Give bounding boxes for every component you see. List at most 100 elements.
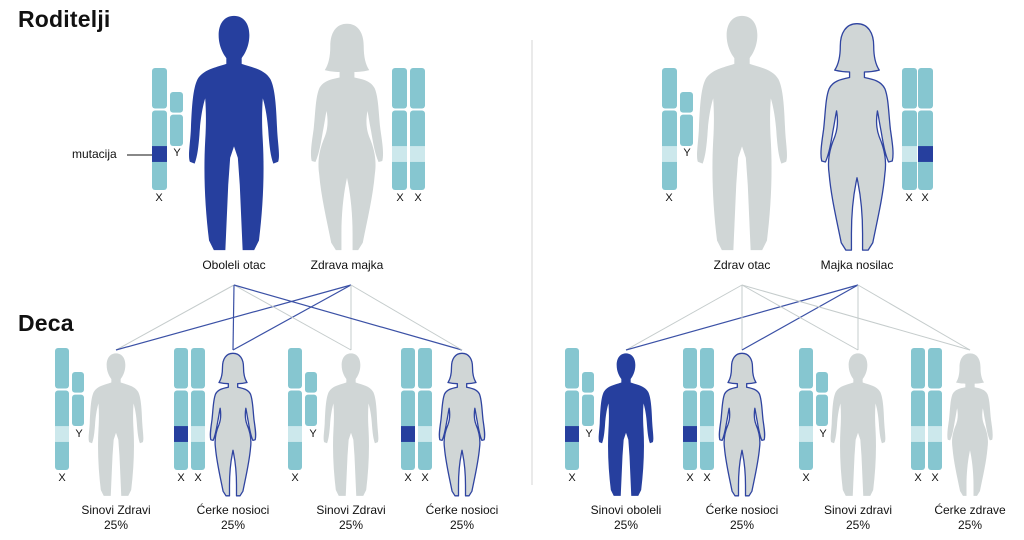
- chr-label-x: X: [404, 472, 412, 484]
- chromosome-arm: [582, 372, 594, 393]
- chromosome-arm: [191, 348, 205, 389]
- chr-label-y: Y: [819, 428, 827, 440]
- left-mother-figure: [310, 23, 384, 251]
- right-mother-label: Majka nosilac: [820, 258, 894, 272]
- left_panel-child-3-figure: [323, 353, 379, 496]
- gene-band: [418, 426, 432, 442]
- chr-label-x: X: [194, 472, 202, 484]
- chromosome-arm: [410, 68, 425, 109]
- chr-label-y: Y: [173, 147, 181, 159]
- gene-band: [191, 426, 205, 442]
- chr-label-x: X: [568, 472, 576, 484]
- chromosome-arm: [418, 348, 432, 389]
- inheritance-line: [350, 284, 463, 351]
- inheritance-line: [115, 284, 235, 351]
- inheritance-line: [625, 284, 743, 351]
- inheritance-line: [741, 284, 859, 351]
- gene-band: [700, 426, 714, 442]
- chromosome-arm: [565, 348, 579, 389]
- left_panel-child-y-chromosome: [72, 372, 84, 426]
- right-father-label: Zdrav otac: [713, 258, 771, 272]
- right_panel-child-y-chromosome: [816, 372, 828, 426]
- right_panel-child-2-figure: [718, 352, 766, 497]
- gene-band: [410, 146, 425, 162]
- left-father-figure: [189, 15, 279, 251]
- chromosome-arm: [305, 394, 317, 426]
- parents-heading: Roditelji: [18, 6, 111, 32]
- gene-band: [902, 146, 917, 162]
- inheritance-line: [233, 284, 463, 351]
- female-figure: [718, 352, 766, 497]
- father-y-chromosome: [170, 92, 183, 146]
- inheritance-line: [741, 284, 971, 351]
- mutation-band: [683, 426, 697, 442]
- chr-label-y: Y: [75, 428, 83, 440]
- female-figure: [438, 352, 486, 497]
- mother-x-chromosome-1: [902, 68, 917, 190]
- chromosome-arm: [174, 348, 188, 389]
- chr-label-x: X: [686, 472, 694, 484]
- right_panel-child-3-figure: [830, 353, 886, 496]
- chromosome-arm: [305, 372, 317, 393]
- chromosome-arm: [928, 348, 942, 389]
- chromosome-arm: [680, 92, 693, 113]
- left_panel-child-x-chromosome: [55, 348, 69, 470]
- mutation-band: [918, 146, 933, 162]
- left-mother-label: Zdrava majka: [310, 258, 384, 272]
- chromosome-arm: [700, 348, 714, 389]
- father-y-chromosome: [680, 92, 693, 146]
- male-figure: [189, 15, 279, 251]
- female-figure: [947, 353, 993, 496]
- left_panel-child-4-figure: [438, 352, 486, 497]
- chromosome-arm: [816, 394, 828, 426]
- chr-label-x: X: [177, 472, 185, 484]
- inheritance-line: [232, 284, 235, 351]
- mutation-band: [152, 146, 167, 162]
- chr-label-x: X: [58, 472, 66, 484]
- mutation-band: [565, 426, 579, 442]
- left_panel-child-x-chromosome-2: [418, 348, 432, 470]
- right_panel-child-1-figure: [598, 353, 654, 496]
- chromosome-arm: [918, 68, 933, 109]
- right_panel-child-x-chromosome-2: [928, 348, 942, 470]
- male-figure: [697, 15, 787, 251]
- inheritance-line: [857, 284, 971, 351]
- chr-label-y: Y: [683, 147, 691, 159]
- right_panel-child-y-chromosome: [582, 372, 594, 426]
- right-father-figure: [697, 15, 787, 251]
- chromosome-arm: [170, 114, 183, 146]
- left_panel-child-x-chromosome: [288, 348, 302, 470]
- gene-band: [911, 426, 925, 442]
- gene-band: [662, 146, 677, 162]
- chromosome-arm: [816, 372, 828, 393]
- chromosome-arm: [72, 372, 84, 393]
- right_panel-child-x-chromosome-1: [911, 348, 925, 470]
- chromosome-arm: [683, 348, 697, 389]
- chromosome-arm: [288, 348, 302, 389]
- chr-label-x: X: [914, 472, 922, 484]
- left_panel-child-x-chromosome-1: [401, 348, 415, 470]
- female-figure: [209, 352, 257, 497]
- chromosome-arm: [902, 68, 917, 109]
- chr-label-x: X: [291, 472, 299, 484]
- inheritance-line: [233, 284, 352, 351]
- mutation-label: mutacija: [72, 147, 117, 161]
- left-father-label: Oboleli otac: [202, 258, 266, 272]
- gene-band: [799, 426, 813, 442]
- chromosome-arm: [582, 394, 594, 426]
- male-figure: [830, 353, 886, 496]
- mutation-band: [401, 426, 415, 442]
- mother-x-chromosome-1: [392, 68, 407, 190]
- mother-x-chromosome-2: [410, 68, 425, 190]
- gene-band: [55, 426, 69, 442]
- chr-label-x: X: [802, 472, 810, 484]
- chromosome-arm: [392, 68, 407, 109]
- right_panel-child-x-chromosome: [565, 348, 579, 470]
- right_panel-child-x-chromosome-1: [683, 348, 697, 470]
